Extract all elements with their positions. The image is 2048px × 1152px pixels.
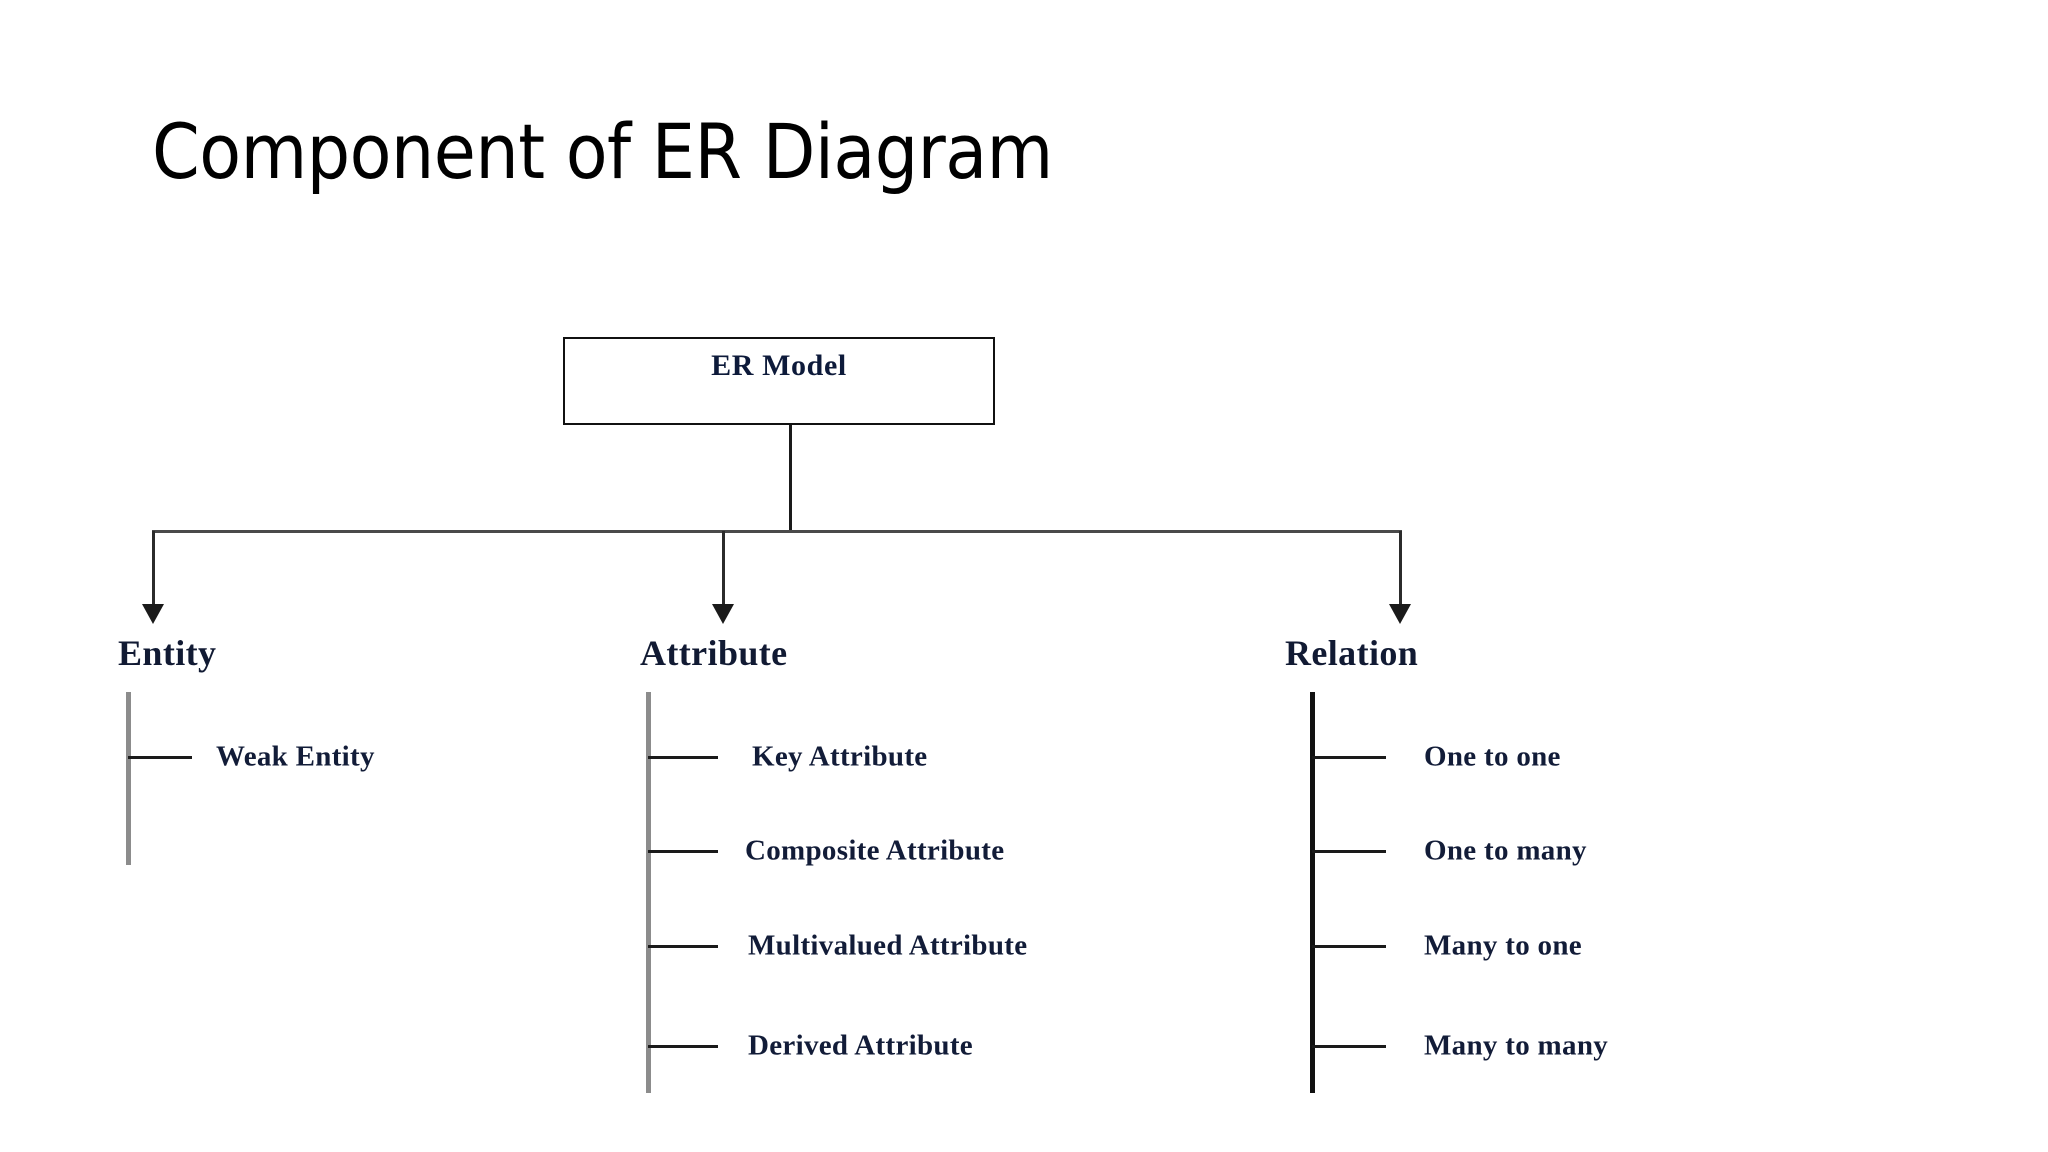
sub-label-key-attribute: Key Attribute	[752, 740, 928, 773]
tick-attribute-0	[648, 756, 718, 759]
sub-label-one-to-many: One to many	[1424, 834, 1587, 867]
tick-attribute-2	[648, 945, 718, 948]
arrow-down-icon-entity	[142, 604, 164, 624]
sub-label-composite-attribute: Composite Attribute	[745, 834, 1005, 867]
tick-relation-2	[1312, 945, 1386, 948]
sub-label-many-to-many: Many to many	[1424, 1029, 1609, 1062]
branch-label-relation: Relation	[1285, 633, 1419, 673]
sub-label-weak-entity: Weak Entity	[216, 740, 375, 773]
branch-drop-relation	[1399, 531, 1402, 609]
er-model-label: ER Model	[711, 349, 847, 382]
spine-attribute	[646, 692, 651, 1093]
spine-relation	[1310, 692, 1315, 1093]
sub-label-many-to-one: Many to one	[1424, 929, 1582, 962]
spine-entity	[126, 692, 131, 865]
branch-drop-entity	[152, 531, 155, 609]
sub-label-multivalued-attribute: Multivalued Attribute	[748, 929, 1028, 962]
branch-label-entity: Entity	[118, 633, 217, 673]
tick-attribute-3	[648, 1045, 718, 1048]
arrow-down-icon-attribute	[712, 604, 734, 624]
er-model-box: ER Model	[563, 337, 995, 425]
arrow-down-icon-relation	[1389, 604, 1411, 624]
tick-relation-0	[1312, 756, 1386, 759]
sub-label-one-to-one: One to one	[1424, 740, 1561, 773]
tick-relation-3	[1312, 1045, 1386, 1048]
tick-entity-0	[128, 756, 192, 759]
root-stem-connector	[789, 425, 792, 532]
horizontal-bus-connector	[152, 530, 1402, 533]
page-title: Component of ER Diagram	[152, 107, 1053, 196]
branch-label-attribute: Attribute	[640, 633, 788, 673]
sub-label-derived-attribute: Derived Attribute	[748, 1029, 973, 1062]
tick-relation-1	[1312, 850, 1386, 853]
tick-attribute-1	[648, 850, 718, 853]
branch-drop-attribute	[722, 531, 725, 609]
